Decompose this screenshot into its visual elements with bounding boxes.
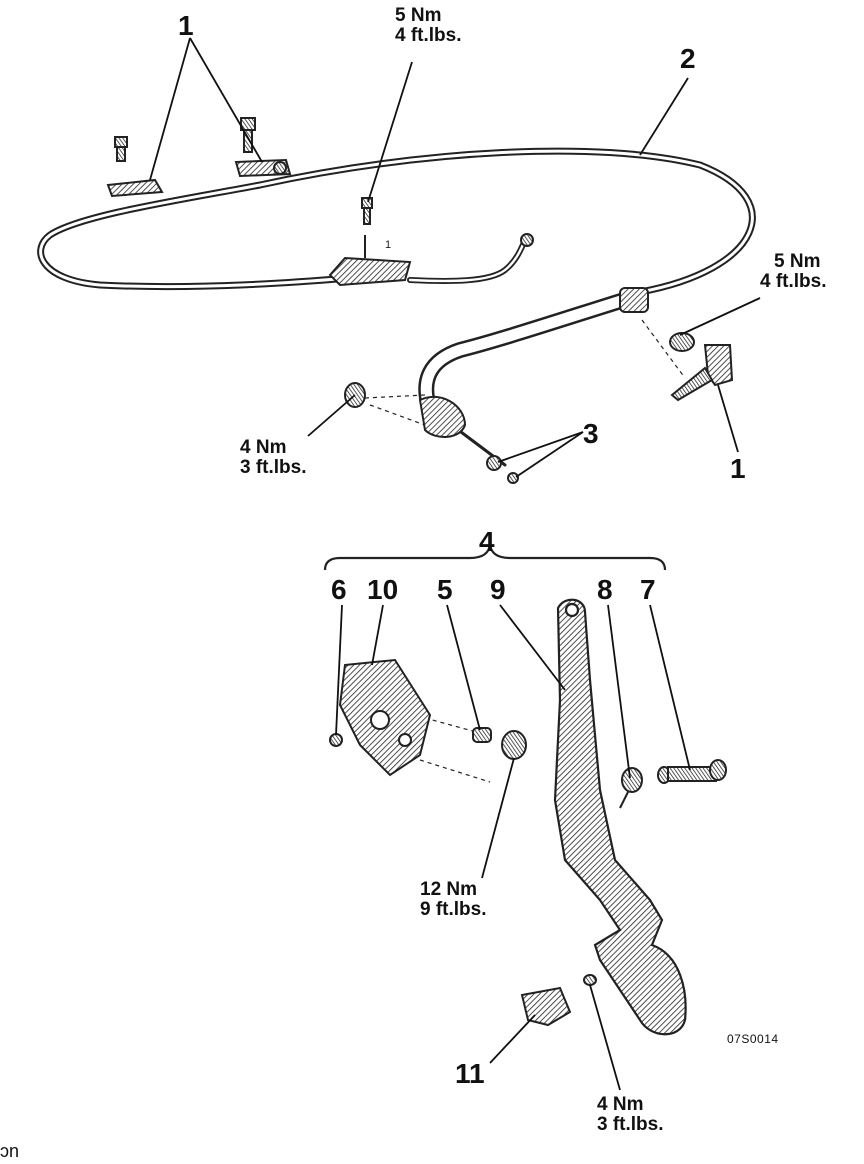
pivot-bolt-icon bbox=[657, 759, 727, 784]
figure-code: 07S0014 bbox=[727, 1032, 779, 1046]
torque-right-nm: 5 Nm bbox=[774, 251, 821, 272]
torque-left-ftlbs: 3 ft.lbs. bbox=[240, 456, 307, 478]
callout-7: 7 bbox=[640, 574, 656, 605]
nut-icon bbox=[501, 730, 527, 760]
assembly-bracket bbox=[323, 544, 667, 571]
leader-lines bbox=[149, 37, 761, 1091]
callout-5: 5 bbox=[437, 574, 453, 605]
cable-clip-right-icon bbox=[234, 117, 292, 178]
torque-middle-ftlbs: 9 ft.lbs. bbox=[420, 898, 487, 920]
torque-top-center: 5 Nm 4 ft.lbs. bbox=[395, 6, 462, 46]
torque-bottom-ftlbs: 3 ft.lbs. bbox=[597, 1113, 664, 1135]
accelerator-cable bbox=[37, 147, 756, 467]
cable-clip-icon bbox=[328, 235, 412, 287]
callout-9: 9 bbox=[490, 574, 506, 605]
torque-right-ftlbs: 4 ft.lbs. bbox=[760, 270, 827, 292]
accelerator-pedal-arm-icon bbox=[553, 598, 687, 1036]
bushing-icon bbox=[472, 727, 492, 743]
callout-4: 4 bbox=[479, 526, 495, 557]
pedal-stop-icon bbox=[520, 986, 572, 1027]
torque-left-nm: 4 Nm bbox=[240, 437, 287, 458]
callout-11: 11 bbox=[455, 1058, 485, 1089]
cable-end-bracket-icon bbox=[344, 382, 519, 484]
callout-1-top: 1 bbox=[178, 10, 194, 41]
callout-2: 2 bbox=[680, 43, 696, 74]
torque-top-center-ftlbs: 4 ft.lbs. bbox=[395, 24, 462, 46]
cable-grommet-icon bbox=[619, 287, 649, 313]
bolt-icon bbox=[361, 197, 373, 225]
clip-small-label: 1 bbox=[385, 239, 391, 251]
assembly-guide-lines bbox=[364, 319, 686, 783]
torque-middle-nm: 12 Nm bbox=[420, 879, 478, 900]
cable-clip-left-icon bbox=[106, 136, 164, 198]
cable-bracket-icon bbox=[669, 332, 734, 402]
torque-middle: 12 Nm 9 ft.lbs. bbox=[420, 880, 487, 920]
screw-icon bbox=[583, 974, 597, 986]
callout-3: 3 bbox=[583, 418, 599, 449]
callout-8: 8 bbox=[597, 574, 613, 605]
pedal-bracket-icon bbox=[338, 658, 432, 777]
torque-left: 4 Nm 3 ft.lbs. bbox=[240, 438, 307, 478]
torque-bottom: 4 Nm 3 ft.lbs. bbox=[597, 1095, 664, 1135]
corner-text-fragment: ɔn bbox=[0, 1141, 20, 1161]
return-spring-icon bbox=[619, 767, 643, 809]
cable-end-fitting-icon bbox=[520, 233, 534, 247]
torque-bottom-nm: 4 Nm bbox=[597, 1094, 644, 1115]
callout-10: 10 bbox=[367, 574, 399, 605]
torque-right: 5 Nm 4 ft.lbs. bbox=[760, 252, 827, 292]
torque-top-center-nm: 5 Nm bbox=[395, 5, 442, 26]
callout-6: 6 bbox=[331, 574, 347, 605]
callout-1-right: 1 bbox=[730, 453, 746, 484]
clip-6-icon bbox=[329, 733, 343, 747]
